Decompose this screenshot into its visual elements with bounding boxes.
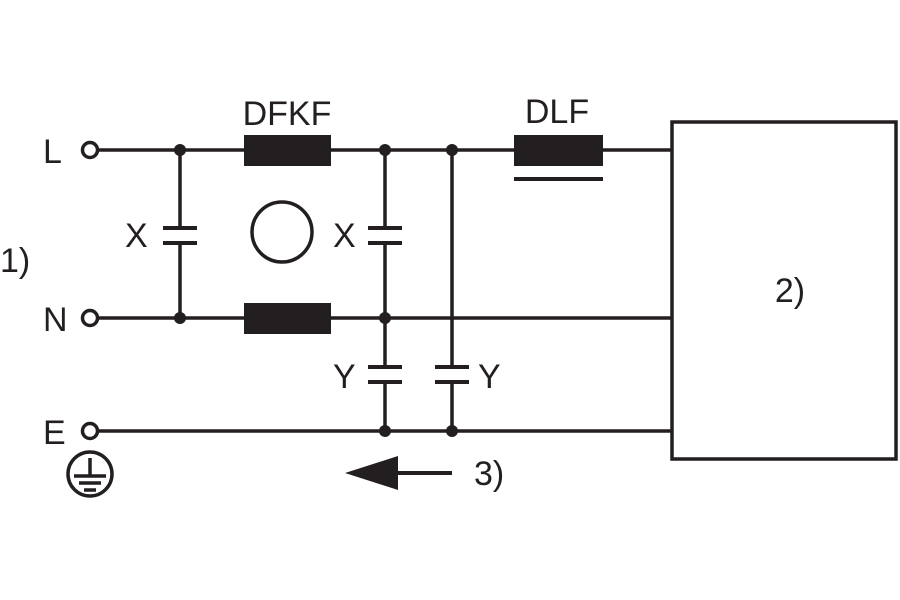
device-box: 2) (670, 120, 898, 461)
dlf-label: DLF (525, 93, 589, 131)
junction-dot (174, 312, 186, 324)
wires (97, 148, 672, 433)
dfkf-winding-l (244, 135, 331, 166)
dlf-choke: DLF (514, 93, 603, 181)
y-capacitor-2-label: Y (478, 358, 501, 396)
arrow-left-icon (345, 456, 452, 490)
y-capacitor-2: Y (435, 358, 501, 396)
junction-dot (446, 144, 458, 156)
mains-input-callout: 1) (0, 242, 30, 280)
terminal-n-circle (80, 308, 100, 328)
terminal-l-label: L (43, 133, 62, 171)
terminal-l-circle (80, 140, 100, 160)
earth-ground-icon (66, 450, 114, 498)
x-capacitor-1: X (125, 217, 197, 255)
terminal-e-label: E (43, 414, 66, 452)
terminal-e-circle (80, 421, 100, 441)
junction-dot (379, 425, 391, 437)
terminals: L N E (43, 133, 100, 452)
device-callout: 2) (775, 272, 805, 310)
dfkf-label: DFKF (243, 95, 332, 133)
dlf-winding (514, 135, 603, 166)
leakage-current-callout: 3) (474, 455, 504, 493)
dfkf-winding-n (244, 303, 331, 334)
junction-dot (174, 144, 186, 156)
x-capacitor-1-label: X (125, 217, 148, 255)
y-capacitor-1-label: Y (333, 358, 356, 396)
dfkf-core-ring (250, 200, 314, 264)
y-capacitor-1: Y (333, 358, 402, 396)
junction-dot (446, 425, 458, 437)
junction-dot (379, 312, 391, 324)
device-box-outline (670, 120, 898, 461)
junctions (174, 144, 458, 437)
terminal-n-label: N (43, 301, 68, 339)
x-capacitor-2-label: X (333, 217, 356, 255)
dfkf-choke: DFKF (243, 95, 332, 334)
x-capacitor-2: X (333, 217, 402, 255)
junction-dot (379, 144, 391, 156)
